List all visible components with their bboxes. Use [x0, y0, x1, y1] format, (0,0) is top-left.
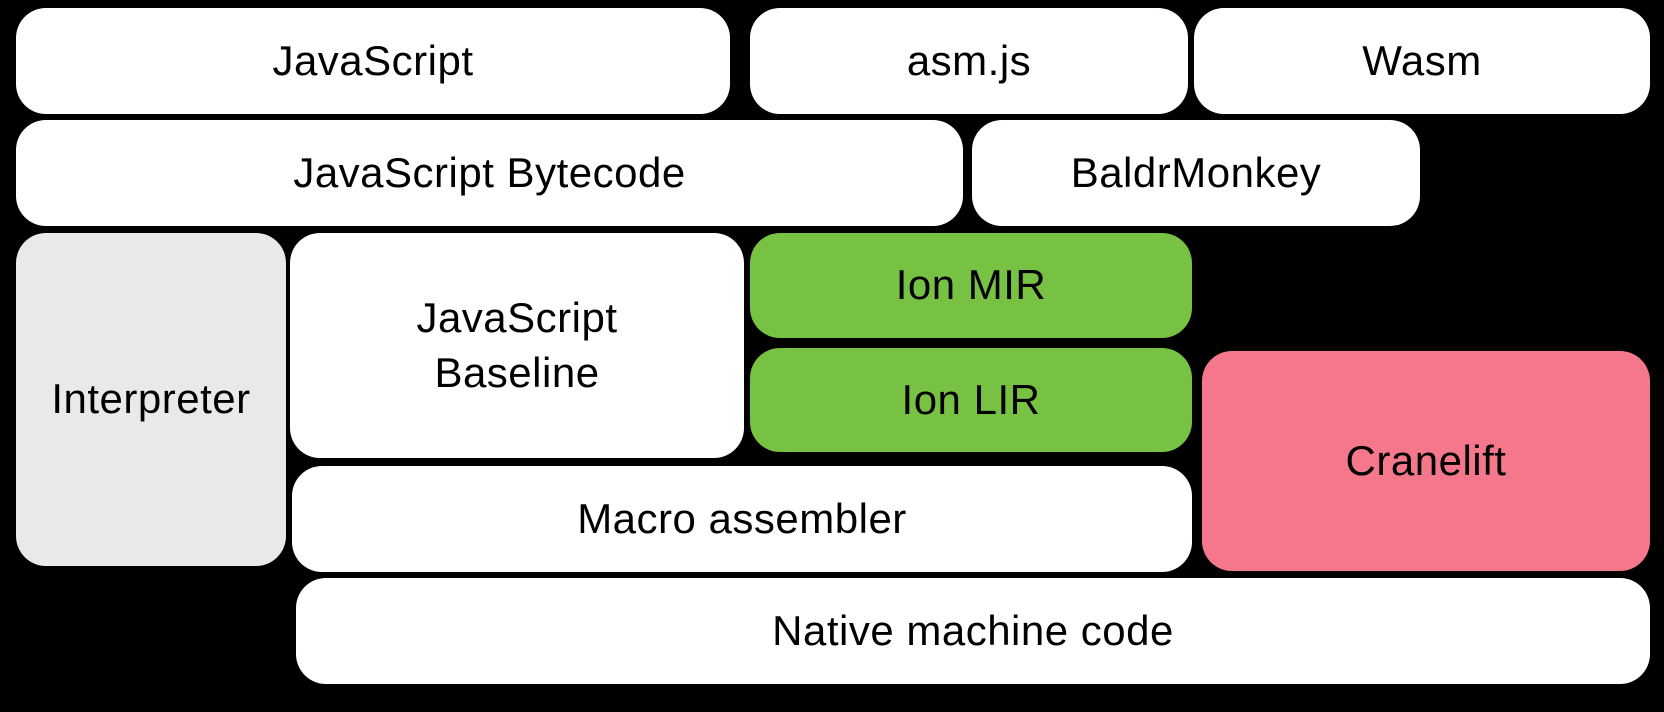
box-javascript-baseline-label: JavaScript Baseline — [416, 293, 618, 396]
box-javascript-bytecode-label: JavaScript Bytecode — [293, 148, 686, 196]
box-javascript: JavaScript — [16, 8, 730, 114]
box-macro-assembler: Macro assembler — [292, 466, 1192, 572]
box-baldrmonkey: BaldrMonkey — [972, 120, 1420, 226]
box-javascript-bytecode: JavaScript Bytecode — [16, 120, 963, 226]
box-interpreter: Interpreter — [16, 233, 286, 566]
box-baldrmonkey-label: BaldrMonkey — [1070, 148, 1322, 196]
box-interpreter-label: Interpreter — [51, 375, 251, 423]
box-ion-mir: Ion MIR — [750, 233, 1192, 338]
box-ion-mir-label: Ion MIR — [895, 261, 1047, 309]
box-asmjs-label: asm.js — [906, 36, 1032, 84]
box-native-machine-code: Native machine code — [296, 578, 1650, 684]
box-wasm-label: Wasm — [1362, 36, 1482, 84]
box-macro-assembler-label: Macro assembler — [577, 494, 907, 542]
box-cranelift-label: Cranelift — [1345, 436, 1507, 484]
box-asmjs: asm.js — [750, 8, 1188, 114]
box-javascript-label: JavaScript — [272, 36, 474, 84]
box-ion-lir: Ion LIR — [750, 348, 1192, 452]
box-cranelift: Cranelift — [1202, 351, 1650, 571]
box-wasm: Wasm — [1194, 8, 1650, 114]
box-ion-lir-label: Ion LIR — [901, 375, 1041, 423]
box-javascript-baseline: JavaScript Baseline — [290, 233, 744, 458]
box-native-machine-code-label: Native machine code — [772, 606, 1174, 654]
